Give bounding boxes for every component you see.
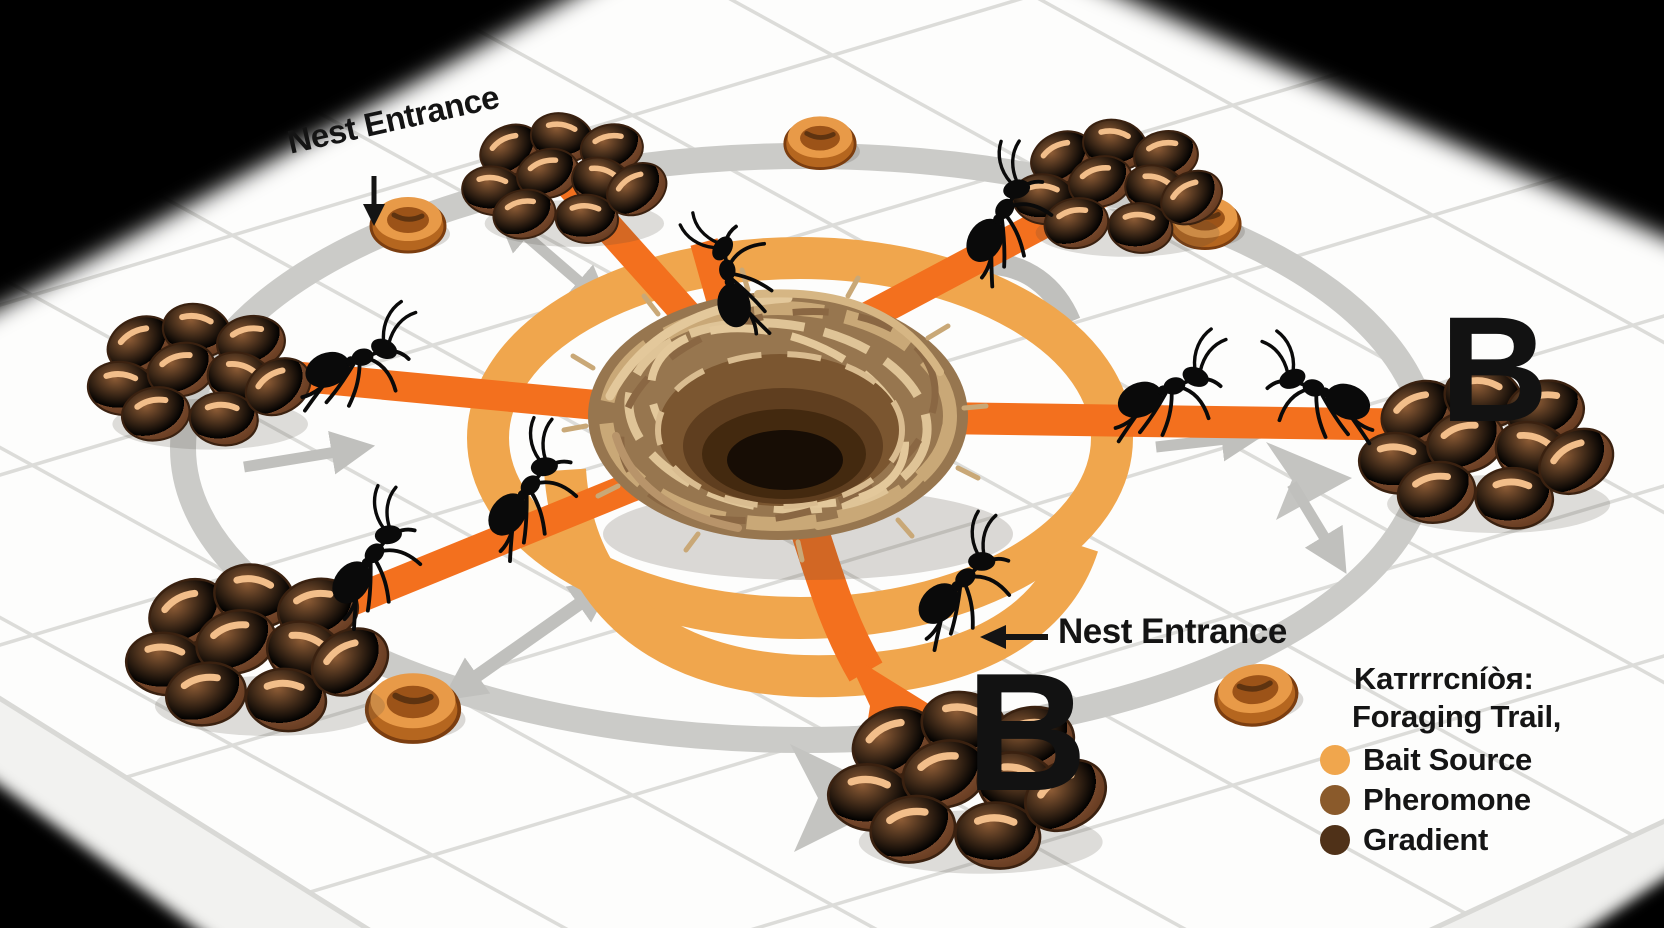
bait-source-swatch-icon (1320, 744, 1350, 775)
nest-entrance-hole (727, 430, 843, 490)
double-arrow-icon (441, 579, 615, 701)
legend-item-label: Bait Source (1363, 742, 1532, 777)
label-arrows (363, 176, 1048, 649)
legend-item-label: Pheromone (1363, 782, 1531, 817)
legend-item-label: Gradient (1363, 822, 1489, 857)
bait-label-b-right: B (1440, 285, 1549, 453)
pheromone-swatch-icon (1320, 784, 1350, 815)
down-right-arrow-icon (1287, 481, 1347, 574)
legend-item-pheromone: Pheromone (1320, 783, 1561, 816)
nest-entrance-arrow-left-head (980, 625, 1006, 649)
legend-heading: Kaтrrrcníòя: (1354, 661, 1534, 696)
legend: Kaтrrrcníòя: Foraging Trail, Bait Source… (1320, 660, 1561, 856)
ring-arrowhead-icon (1266, 442, 1352, 520)
nest-entrance-arrow-down-head (363, 204, 385, 226)
circulation-arrows (243, 208, 1347, 701)
legend-item-gradient: Gradient (1320, 823, 1561, 856)
pheromone-ring (467, 237, 1133, 698)
trail-right (934, 402, 1431, 441)
nest-icon (561, 267, 1013, 580)
nest-straw-spikes (561, 267, 989, 563)
gradient-swatch-icon (1320, 824, 1350, 855)
right-arrow-icon (1155, 417, 1266, 462)
legend-item-bait-source: Bait Source (1320, 743, 1561, 776)
right-arrow-icon (243, 430, 376, 475)
bait-label-b-bottom: B (966, 638, 1088, 826)
legend-subheading: Foraging Trail, (1352, 699, 1562, 734)
nest-entrance-label-mid: Nest Entrance (1058, 612, 1287, 651)
